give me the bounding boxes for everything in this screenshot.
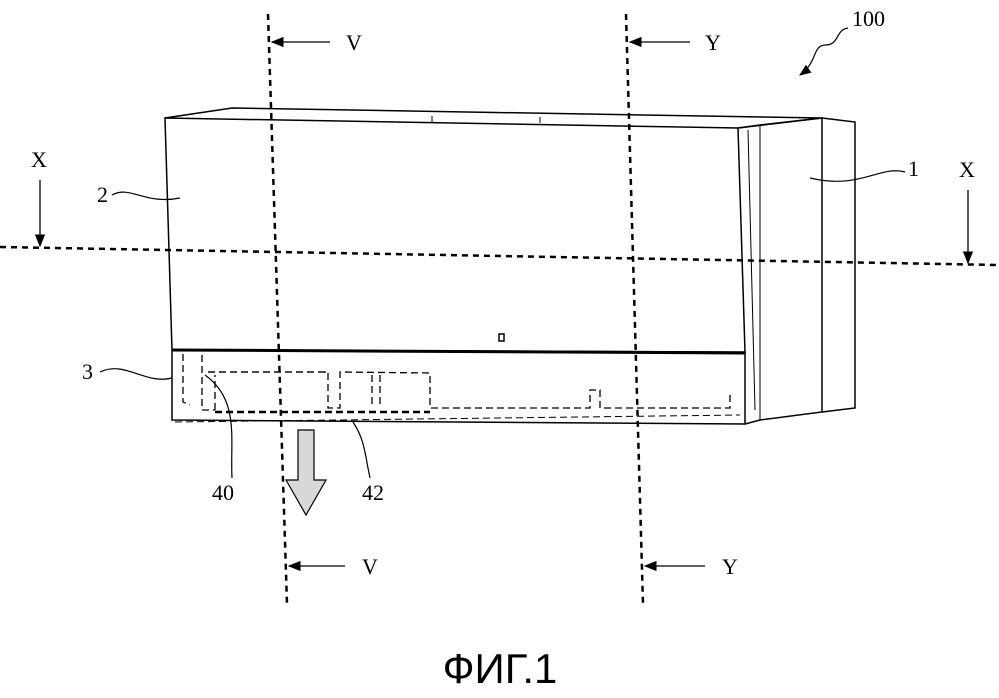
flow-down-arrow-icon (286, 430, 326, 515)
label-y-bottom: Y (722, 554, 738, 579)
assembly-pointer-icon (800, 28, 848, 75)
label-100: 100 (852, 6, 885, 31)
label-42: 42 (362, 480, 384, 505)
section-lines (0, 14, 999, 604)
label-y-top: Y (705, 30, 721, 55)
front-panel (165, 118, 745, 352)
label-40: 40 (212, 480, 234, 505)
label-x-left: X (31, 147, 47, 172)
leader-lines (100, 28, 905, 478)
label-v-bottom: V (362, 554, 378, 579)
lower-unit (172, 350, 745, 424)
label-1: 1 (908, 156, 919, 181)
top-face (165, 108, 822, 128)
side-body (738, 118, 822, 424)
label-v-top: V (346, 30, 362, 55)
section-line-v (268, 14, 287, 604)
section-line-x (0, 247, 999, 265)
figure-caption: ФИГ.1 (443, 645, 558, 692)
label-3: 3 (82, 359, 93, 384)
section-line-y (626, 14, 643, 604)
label-x-right: X (959, 157, 975, 182)
internal-dashed-outline (175, 354, 740, 422)
label-2: 2 (97, 182, 108, 207)
device-drawing (165, 108, 855, 424)
